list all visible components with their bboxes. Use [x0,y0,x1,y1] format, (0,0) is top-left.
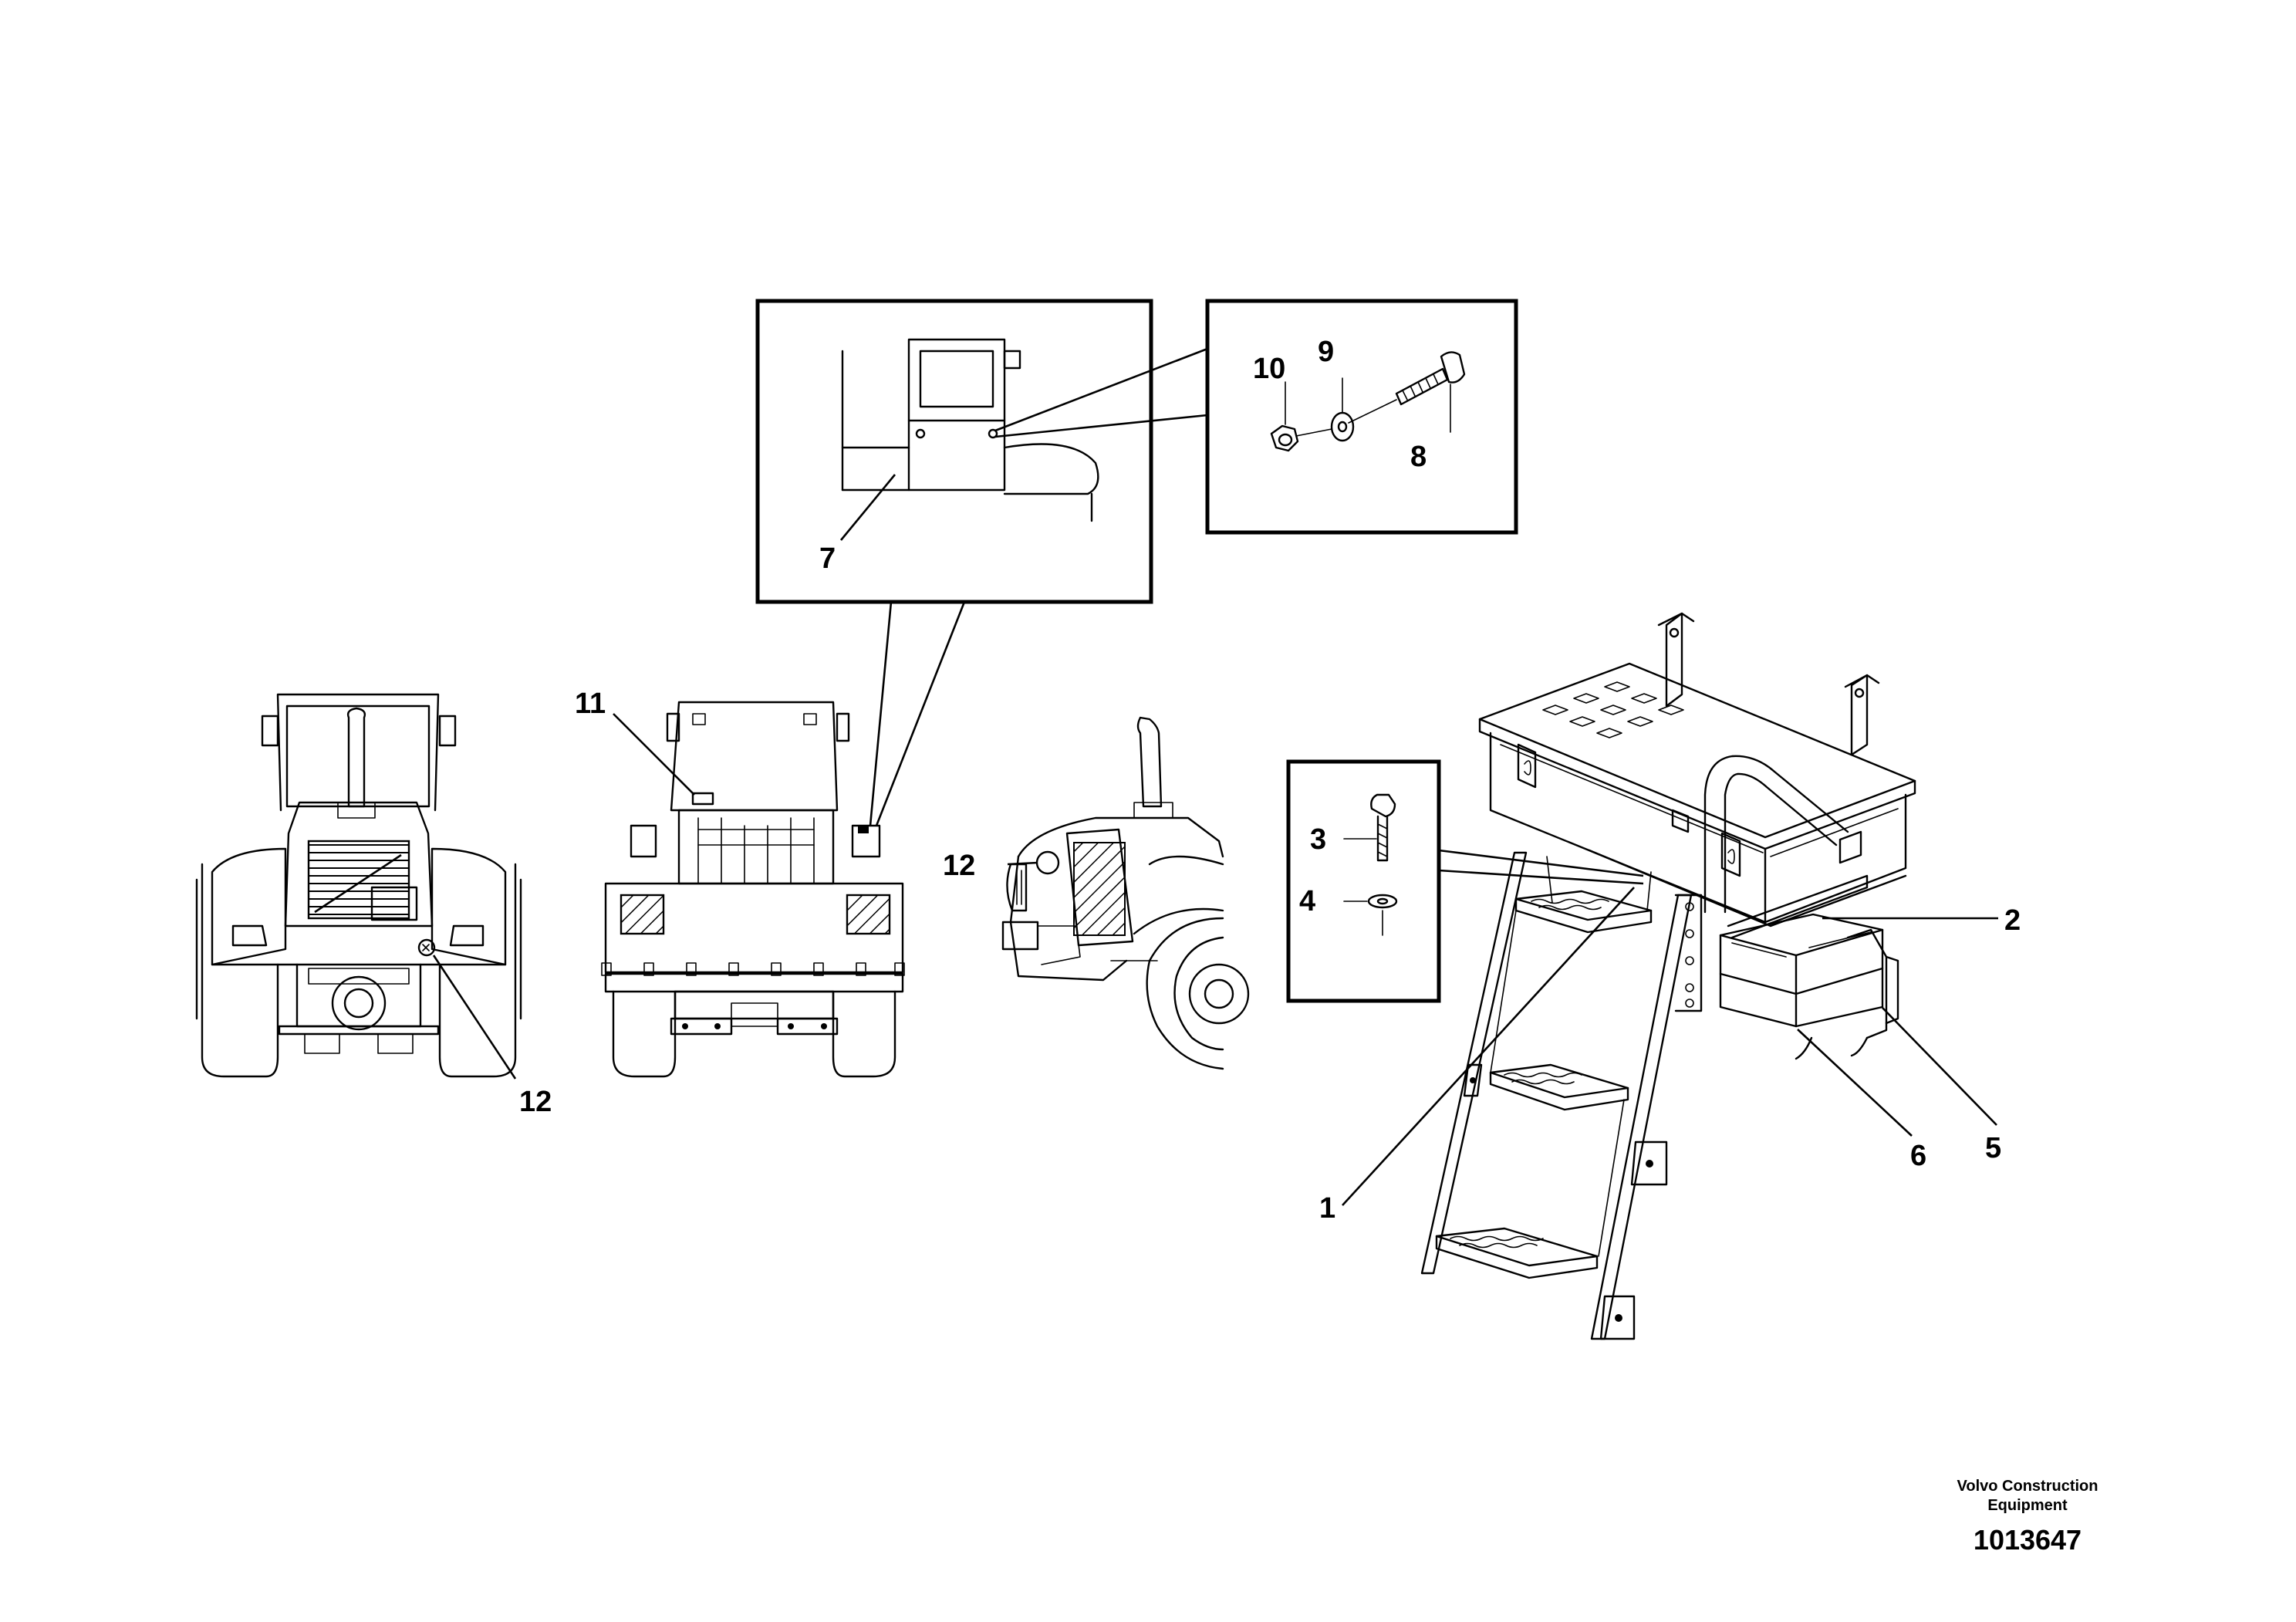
callout-10: 10 [1253,353,1285,385]
battery-box-assembly [1420,612,1916,1340]
callout-12-front: 12 [519,1086,552,1118]
callout-3: 3 [1310,823,1326,856]
callout-1: 1 [1319,1192,1335,1225]
brand-line-1: Volvo Construction [1957,1478,2098,1495]
callout-labels: 1 2 3 4 5 6 7 8 9 10 11 12 12 [519,336,2021,1225]
detail-box-fasteners [1205,299,1518,535]
machine-front-view [195,693,522,1078]
callout-11: 11 [575,688,606,720]
leader-lines [432,347,1998,1206]
callout-8: 8 [1410,441,1427,473]
callout-2: 2 [2004,904,2021,937]
machine-side-view [1001,716,1250,1070]
callout-7: 7 [819,542,836,575]
detail-box-control-unit [755,299,1153,604]
callout-4: 4 [1299,885,1315,917]
callout-6: 6 [1910,1140,1926,1172]
footer: Volvo Construction Equipment 1013647 [1957,1478,2098,1556]
callout-9: 9 [1318,336,1334,368]
brand-line-2: Equipment [1987,1497,2068,1514]
machine-rear-view [601,701,905,1078]
detail-box-bolt-washer [1286,759,1441,1003]
callout-12-side: 12 [943,850,975,882]
document-number: 1013647 [1974,1524,2082,1556]
callout-5: 5 [1985,1132,2001,1164]
